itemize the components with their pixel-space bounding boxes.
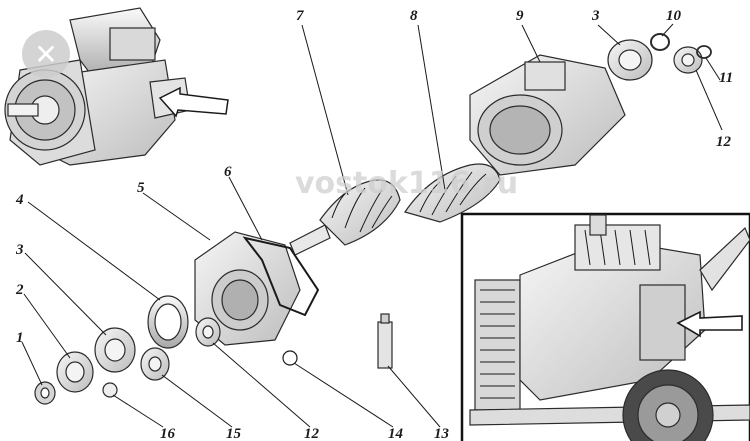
- callout-labels: 7 8 9 3 10 11 12 6 5 4 3 2 1 16 15 12 14…: [15, 8, 733, 441]
- callout-11: 11: [719, 70, 733, 86]
- part-8-rotor: [404, 163, 501, 223]
- part-4-seal: [147, 295, 189, 349]
- callout-15: 15: [226, 426, 242, 441]
- inset-arrow: [676, 310, 743, 338]
- callout-1: 1: [16, 330, 24, 346]
- part-2-bearing: [56, 351, 94, 393]
- callout-16: 16: [160, 426, 176, 441]
- part-12-bearing-top: [673, 46, 703, 74]
- part-7-rotor: [289, 179, 401, 256]
- callout-12-bottom: 12: [304, 426, 320, 441]
- part-6-gasket: [242, 236, 320, 317]
- inlet-arrow-top: [158, 86, 229, 118]
- part-16-washer: [102, 382, 118, 398]
- part-15-bearing: [140, 347, 170, 381]
- part-5-housing: [194, 231, 301, 346]
- close-button[interactable]: ✕: [22, 30, 70, 78]
- part-1-nut: [34, 381, 56, 405]
- part-3-bearing-top: [607, 39, 653, 81]
- leader-lines: [21, 23, 723, 428]
- callout-13: 13: [434, 426, 450, 441]
- callout-14: 14: [388, 426, 404, 441]
- watermark: vostok116.ru: [295, 166, 518, 201]
- callout-12-top: 12: [716, 134, 732, 150]
- callout-7: 7: [296, 8, 304, 24]
- part-14-plug: [282, 350, 298, 366]
- part-13-tube: [377, 313, 393, 369]
- callout-3-top: 3: [591, 8, 600, 24]
- compressor-assembly: [4, 7, 191, 166]
- part-9-housing: [469, 54, 626, 176]
- callout-9: 9: [516, 8, 524, 24]
- close-icon: ✕: [34, 37, 58, 71]
- callout-4: 4: [15, 192, 24, 208]
- callout-2: 2: [15, 282, 24, 298]
- callout-3-bottom: 3: [15, 242, 24, 258]
- part-11-ring: [696, 45, 712, 59]
- part-12-bearing-bottom: [195, 317, 221, 347]
- callout-5: 5: [137, 180, 145, 196]
- part-3-bearing-bottom: [94, 327, 136, 373]
- callout-10: 10: [666, 8, 682, 24]
- callout-8: 8: [410, 8, 418, 24]
- callout-6: 6: [224, 164, 232, 180]
- part-10-ring: [650, 33, 670, 51]
